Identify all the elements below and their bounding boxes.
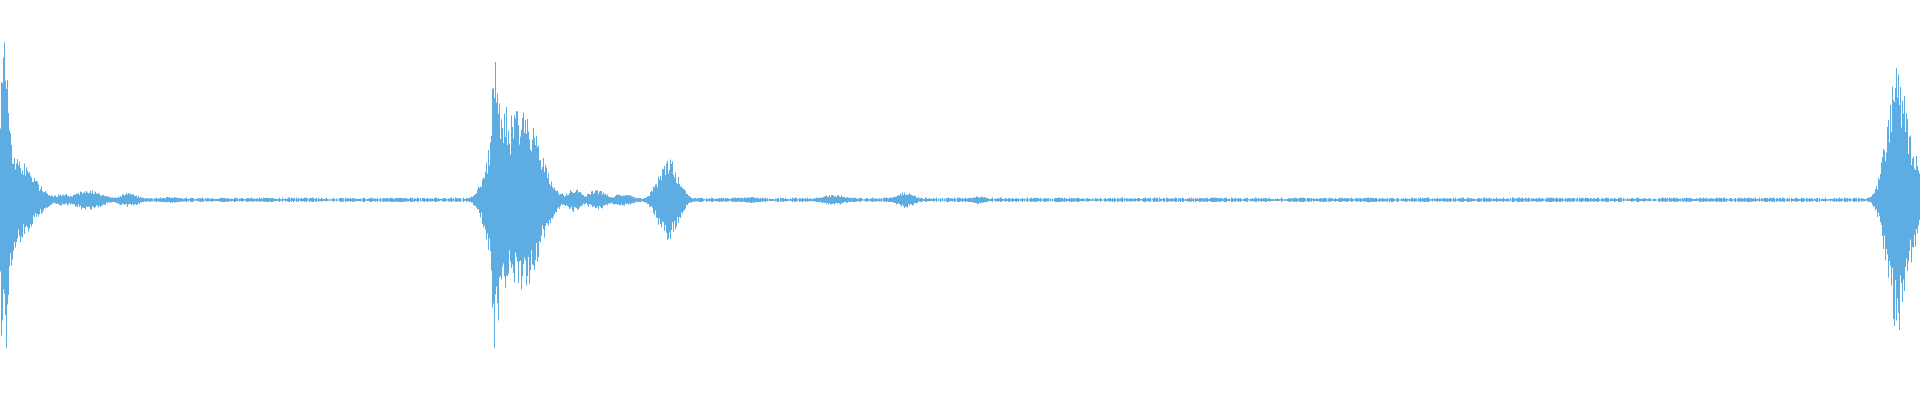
waveform-path: [0, 42, 1920, 349]
waveform-trace: [0, 42, 1920, 349]
